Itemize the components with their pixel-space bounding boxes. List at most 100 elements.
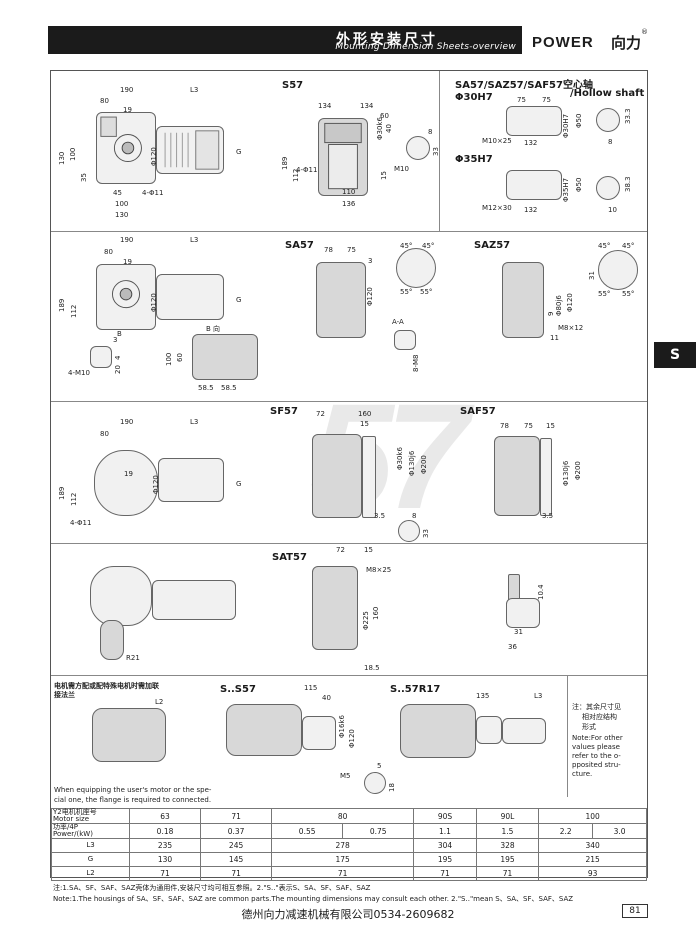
table-cell: 304	[413, 838, 477, 853]
dim-label: 112	[70, 304, 78, 318]
footer-company: 德州向力减速机械有限公司0534-2609682	[241, 908, 455, 921]
dim-label: 3.5	[542, 512, 554, 520]
dim-label: 72	[316, 410, 325, 418]
dim-label: 189	[281, 156, 289, 170]
registered-mark: ®	[641, 28, 648, 36]
dim-label: 78	[500, 422, 509, 430]
section-label-hollow-en: /Hollow shaft	[570, 88, 645, 99]
table-cell: 63	[128, 808, 202, 824]
table-cell: 71	[475, 866, 540, 881]
dim-label: 132	[524, 206, 538, 214]
dim-label: 19	[123, 258, 132, 266]
dim-label: 38.3	[624, 176, 632, 192]
side-note-en-5: cture.	[572, 770, 593, 778]
flange-circle-drawing	[396, 248, 436, 288]
dim-label: 4-Φ11	[142, 189, 164, 197]
gearbox-side-drawing	[318, 118, 368, 196]
table-cell: 195	[413, 852, 477, 867]
dim-label: L3	[190, 418, 199, 426]
dim-label: 80	[100, 97, 109, 105]
table-cell: 145	[200, 852, 273, 867]
dim-label: Φ50	[575, 177, 583, 192]
dim-label: 33	[422, 529, 430, 538]
table-cell: 80	[271, 808, 415, 824]
dim-label: 45°	[422, 242, 435, 250]
dim-label: 55°	[420, 288, 433, 296]
dim-label: 190	[120, 418, 134, 426]
side-note-en-2: values please	[572, 743, 620, 751]
dim-label: 40	[322, 694, 331, 702]
motor-flange-note-en-2: cial one, the flange is required to conn…	[54, 796, 212, 804]
dim-label: M12×30	[482, 204, 512, 212]
r17-motor-drawing	[502, 718, 546, 744]
gearbox-drawing	[96, 264, 156, 330]
section-label-sf57: SF57	[270, 406, 298, 417]
motor-drawing	[152, 580, 236, 620]
aa-section-drawing	[394, 330, 416, 350]
dim-label: 4-Φ11	[296, 166, 318, 174]
dim-label: 9	[547, 311, 555, 316]
section-label-s-57r17: S..57R17	[390, 684, 441, 695]
flange-plate-drawing	[362, 436, 376, 518]
motor-flange-note-en-1: When equipping the user's motor or the s…	[54, 786, 212, 794]
shaft-key-drawing	[406, 136, 430, 160]
dim-label: Φ225	[362, 611, 370, 630]
dim-label: 190	[120, 236, 134, 244]
table-cell: 0.18	[128, 823, 202, 839]
sf57-housing-drawing	[312, 434, 362, 518]
dim-label: 33.3	[624, 108, 632, 124]
dim-label: 75	[542, 96, 551, 104]
table-cell: 71	[271, 866, 415, 881]
table-row-header: G	[51, 852, 130, 867]
dim-label: 110	[342, 188, 356, 196]
s-s57-drawing	[226, 704, 302, 756]
flange-gearbox-drawing	[94, 450, 158, 516]
dim-label: 11	[550, 334, 559, 342]
divider	[439, 71, 440, 231]
dim-label: 15	[380, 171, 388, 180]
side-note-cn-1: 注：其余尺寸见	[572, 703, 621, 711]
sat57-housing-drawing	[312, 566, 358, 650]
dim-label: 58.5	[221, 384, 237, 392]
dim-label: Φ120	[150, 147, 158, 166]
hollow-phi35: Φ35H7	[455, 154, 493, 165]
divider	[51, 401, 647, 402]
dim-label: 115	[304, 684, 318, 692]
dim-label: Φ35H7	[562, 177, 570, 202]
table-cell: 340	[538, 838, 647, 853]
dim-label: 75	[524, 422, 533, 430]
side-note-cn-3: 形式	[582, 723, 596, 731]
dim-label: 100	[165, 352, 173, 366]
row-header-en: Motor size	[53, 815, 90, 823]
dim-label: Φ200	[420, 455, 428, 474]
dim-label: 4-Φ11	[70, 519, 92, 527]
row-header-en: Power/(kW)	[53, 830, 93, 838]
hollow-shaft-drawing	[506, 106, 562, 136]
torque-arm-drawing	[100, 620, 124, 660]
dim-label: 8	[608, 138, 613, 146]
dim-label: M10×25	[482, 137, 512, 145]
section-label-sat57: SAT57	[272, 552, 307, 563]
dim-label: 160	[372, 606, 380, 620]
dim-label: 75	[347, 246, 356, 254]
table-cell: 215	[538, 852, 647, 867]
dim-label: 190	[120, 86, 134, 94]
dim-label: 80	[104, 248, 113, 256]
section-label-saz57: SAZ57	[474, 240, 511, 251]
dim-label: 18.5	[364, 664, 380, 672]
dim-label: G	[236, 480, 242, 488]
dim-label: 135	[476, 692, 490, 700]
dim-label: 10	[608, 206, 617, 214]
dim-label: M10	[394, 165, 409, 173]
section-label-s-s57: S..S57	[220, 684, 256, 695]
dim-label: 130	[58, 151, 66, 165]
dim-label: 10.4	[537, 584, 545, 600]
table-cell: 3.0	[592, 823, 647, 839]
dim-label: M8×25	[366, 566, 392, 574]
dim-label: L3	[190, 236, 199, 244]
table-cell: 175	[271, 852, 415, 867]
dim-label: 5	[377, 762, 382, 770]
section-label-s57: S57	[282, 80, 304, 91]
dim-label: Φ120	[366, 287, 374, 306]
